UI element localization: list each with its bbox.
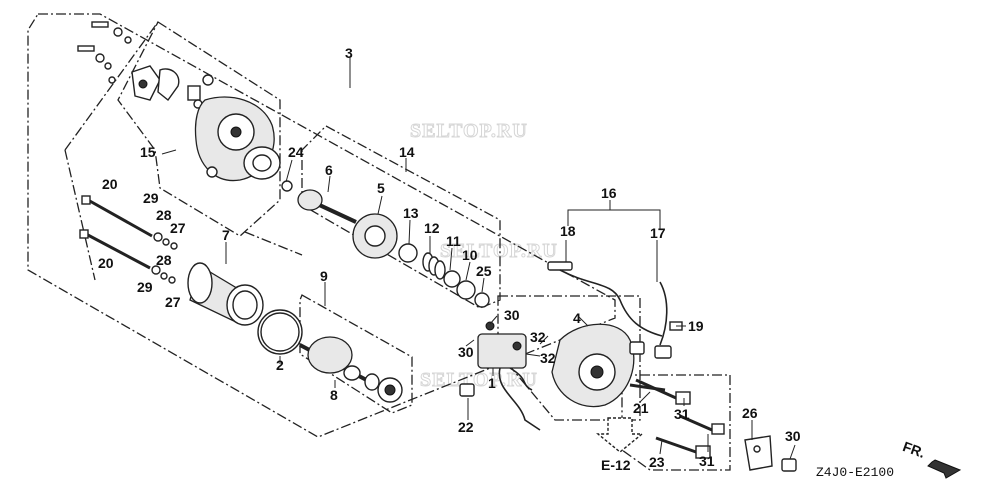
callout-27: 27 <box>165 294 181 310</box>
callout-3: 3 <box>345 45 353 61</box>
ref-arrow[interactable] <box>596 417 644 453</box>
brush-holder <box>131 65 214 109</box>
callout-8: 8 <box>330 387 338 403</box>
callout-32: 32 <box>540 350 556 366</box>
callout-5: 5 <box>377 180 385 196</box>
through-bolts <box>79 195 178 284</box>
callout-23: 23 <box>649 454 665 470</box>
callout-31: 31 <box>699 453 715 469</box>
callout-32: 32 <box>530 329 546 345</box>
callout-11: 11 <box>446 233 461 249</box>
front-arrow-icon <box>927 459 962 479</box>
callout-30: 30 <box>458 344 474 360</box>
callout-14: 14 <box>399 144 415 160</box>
callout-19: 19 <box>688 318 704 334</box>
callout-29: 29 <box>143 190 159 206</box>
assembly-outline-14 <box>301 125 501 309</box>
callout-6: 6 <box>325 162 333 178</box>
front-housing <box>551 323 666 408</box>
callout-7: 7 <box>222 227 230 243</box>
callout-9: 9 <box>320 268 328 284</box>
watermark: SELTOP.RU <box>420 369 538 391</box>
leader-lines <box>161 58 796 460</box>
pinion-shaft <box>297 189 357 224</box>
oil-seal <box>243 146 293 192</box>
callout-2: 2 <box>276 357 284 373</box>
callout-27: 27 <box>170 220 186 236</box>
outline-link <box>64 21 159 151</box>
watermark: SELTOP.RU <box>410 120 528 142</box>
top-bolts <box>77 21 132 84</box>
o-ring-inner <box>260 312 300 352</box>
callout-22: 22 <box>458 419 474 435</box>
callout-21: 21 <box>633 400 649 416</box>
watermark: SELTOP.RU <box>440 240 558 262</box>
outline-link <box>64 149 96 281</box>
callout-20: 20 <box>98 255 114 271</box>
assembly-outline-4 <box>497 295 641 421</box>
solenoid <box>459 321 541 431</box>
callout-28: 28 <box>156 207 172 223</box>
clutch-spring <box>398 243 490 308</box>
callout-24: 24 <box>288 144 304 160</box>
bracket-16 <box>567 209 661 230</box>
yoke <box>187 262 264 326</box>
callout-26: 26 <box>742 405 758 421</box>
callout-20: 20 <box>102 176 118 192</box>
callout-13: 13 <box>403 205 419 221</box>
assembly-outline-9 <box>299 294 413 414</box>
mounting-bolts <box>635 378 725 459</box>
armature <box>299 336 403 403</box>
bracket-26 <box>744 435 797 472</box>
callout-10: 10 <box>462 247 478 263</box>
outline-link <box>244 231 303 256</box>
fr-label: FR. <box>901 438 928 461</box>
diagram-code: Z4J0-E2100 <box>816 465 894 480</box>
callout-15: 15 <box>140 144 156 160</box>
callout-29: 29 <box>137 279 153 295</box>
callout-30: 30 <box>504 307 520 323</box>
callout-1: 1 <box>488 375 496 391</box>
assembly-outline-3 <box>27 13 616 438</box>
callout-25: 25 <box>476 263 492 279</box>
callout-16: 16 <box>601 185 617 201</box>
callout-4: 4 <box>573 310 581 326</box>
callout-17: 17 <box>650 225 666 241</box>
assembly-outline-15 <box>117 21 281 237</box>
callout-31: 31 <box>674 406 690 422</box>
callout-18: 18 <box>560 223 576 239</box>
callout-30: 30 <box>785 428 801 444</box>
ref-arrow-label[interactable]: E-12 <box>601 457 631 473</box>
drive-gear <box>352 213 398 259</box>
ground-cable <box>547 261 672 359</box>
callout-labels: 3 14 15 24 6 5 13 12 11 10 25 20 29 28 2… <box>98 45 801 470</box>
callout-12: 12 <box>424 220 440 236</box>
callout-28: 28 <box>156 252 172 268</box>
